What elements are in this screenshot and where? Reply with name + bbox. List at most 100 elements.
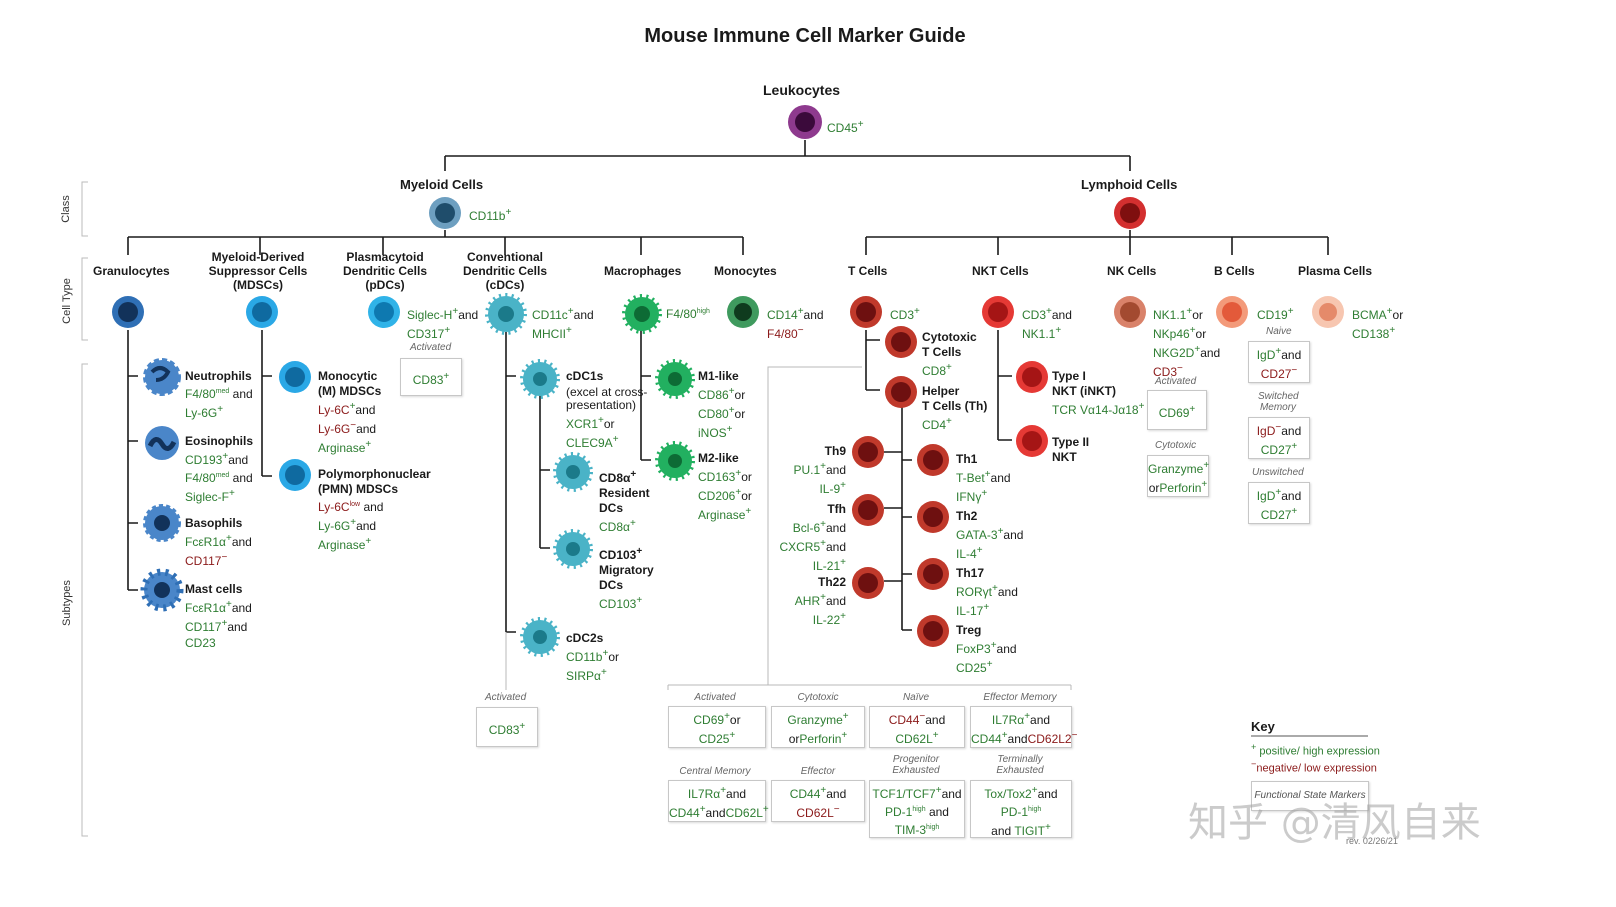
pdc-activated-caption: Activated — [410, 342, 452, 353]
nk-cytotoxic-caption: Cytotoxic — [1155, 440, 1197, 451]
key-functional-box: Functional State Markers — [1251, 781, 1369, 811]
ctl-cell-icon — [885, 326, 917, 358]
th-cell-icon — [885, 376, 917, 408]
leukocyte-cell-icon — [788, 105, 822, 139]
side-label-cell-type: Cell Type — [60, 278, 73, 324]
root-marker: CD45+ — [827, 119, 864, 135]
granulocyte-cell-icon — [112, 296, 144, 328]
th2-entry: Th2 GATA-3+and IL-4+ — [956, 509, 1024, 561]
plasma-cell-icon — [1312, 296, 1344, 328]
basophils-entry: Basophils FcεR1α+and CD117− — [185, 516, 252, 568]
m1-macrophage-cell-icon — [655, 359, 695, 399]
state-activated-caption: Activated — [694, 692, 736, 703]
t-cell-markers: CD3+ — [890, 306, 920, 322]
pmn-mdsc-entry: Polymorphonuclear (PMN) MDSCs Ly-6Clow a… — [318, 467, 431, 552]
t-cell-icon — [850, 296, 882, 328]
th17-cell-icon — [917, 558, 949, 590]
th17-entry: Th17 RORγt+and IL-17+ — [956, 566, 1018, 618]
lymphoid-label: Lymphoid Cells — [1081, 177, 1178, 192]
inkt-entry: Type I NKT (iNKT) TCR Vα14-Jα18+ — [1052, 369, 1145, 417]
pdc-activated-box: CD83+ — [400, 358, 462, 396]
watermark: 知乎 @清风自来 — [1188, 800, 1481, 846]
treg-cell-icon — [917, 615, 949, 647]
cdc-activated-caption: Activated — [485, 692, 527, 703]
m2-entry: M2-like CD163+or CD206+or Arginase+ — [698, 451, 752, 522]
eosinophils-entry: Eosinophils CD193+and F4/80med and Sigle… — [185, 434, 254, 504]
inkt-cell-icon — [1016, 361, 1048, 393]
t-cells-label: T Cells — [848, 264, 888, 278]
pdc-cell-icon — [368, 296, 400, 328]
th22-cell-icon — [852, 567, 884, 599]
cdc1-entry: cDC1s (excel at cross- presentation) XCR… — [566, 369, 648, 450]
side-label-subtypes: Subtypes — [60, 580, 73, 626]
m1-entry: M1-like CD86+or CD80+or iNOS+ — [698, 369, 746, 440]
th9-entry: Th9 PU.1+and IL-9+ — [793, 444, 846, 496]
neutrophils-entry: Neutrophils F4/80med and Ly-6G+ — [185, 369, 253, 420]
nkt-cells-label: NKT Cells — [972, 264, 1029, 278]
nk-cell-icon — [1114, 296, 1146, 328]
b-cells-label: B Cells — [1214, 264, 1255, 278]
cdc2-entry: cDC2s CD11b+or SIRPα+ — [566, 631, 619, 683]
state-cytotoxic-box: Granzyme+orPerforin+ — [771, 706, 865, 748]
th9-cell-icon — [852, 436, 884, 468]
b-cell-markers: CD19+ — [1257, 306, 1294, 322]
root-label: Leukocytes — [763, 82, 841, 98]
tfh-cell-icon — [852, 494, 884, 526]
b-unswitched-caption: Unswitched — [1252, 467, 1304, 478]
cd8a-dc-cell-icon — [553, 452, 593, 492]
macrophage-cell-icon — [622, 294, 662, 334]
neutrophil-cell-icon — [143, 358, 181, 396]
th2-cell-icon — [917, 501, 949, 533]
key-negative: −negative/ low expression — [1251, 759, 1377, 775]
side-brackets — [81, 181, 88, 837]
myeloid-marker: CD11b+ — [469, 207, 512, 223]
macrophage-markers: F4/80high — [666, 307, 710, 321]
lymphoid-cell-icon — [1114, 197, 1146, 229]
mast-cells-entry: Mast cells FcεR1α+and CD117+and CD23 — [185, 582, 252, 650]
nk-cytotoxic-box: Granzyme+orPerforin+ — [1147, 455, 1209, 497]
key-positive: + positive/ high expression — [1251, 742, 1380, 758]
nk-activated-box: CD69+ — [1147, 390, 1207, 430]
cd103-dc-entry: CD103+ Migratory DCs CD103+ — [599, 546, 654, 611]
mast-cell-icon — [140, 568, 184, 612]
granulocytes-label: Granulocytes — [93, 264, 170, 278]
m-mdsc-cell-icon — [279, 361, 311, 393]
state-cytotoxic-caption: Cytotoxic — [797, 692, 839, 703]
cdc2-cell-icon — [520, 617, 560, 657]
nkt-cell-icon — [982, 296, 1014, 328]
monocyte-cell-icon — [727, 296, 759, 328]
th1-entry: Th1 T-Bet+and IFNγ+ — [956, 452, 1011, 504]
side-label-class: Class — [59, 195, 72, 223]
state-effector-memory-caption: Effector Memory — [983, 692, 1057, 703]
th1-cell-icon — [917, 444, 949, 476]
basophil-cell-icon — [143, 504, 181, 542]
eosinophil-cell-icon — [145, 426, 179, 460]
treg-entry: Treg FoxP3+and CD25+ — [956, 623, 1017, 675]
m2-macrophage-cell-icon — [655, 441, 695, 481]
m-mdsc-entry: Monocytic (M) MDSCs Ly-6C+and Ly-6G−and … — [318, 369, 382, 455]
ctl-entry: Cytotoxic T Cells CD8+ — [922, 330, 977, 378]
cdc-cell-icon — [485, 293, 527, 335]
state-central-memory-caption: Central Memory — [679, 766, 751, 777]
mdsc-cell-icon — [246, 296, 278, 328]
th22-entry: Th22 AHR+and IL-22+ — [794, 575, 846, 627]
